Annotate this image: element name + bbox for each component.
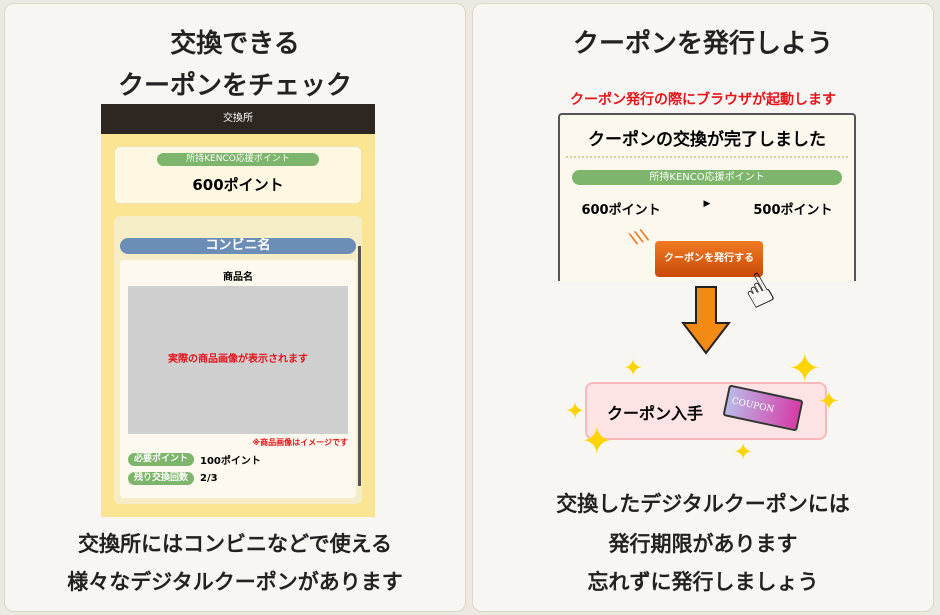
required-value: 100ポイント: [200, 456, 261, 467]
store-card[interactable]: コンビニ名 商品名 実際の商品画像が表示されます ※商品画像はイメージです 必要…: [114, 216, 362, 504]
right-caption-1: 交換したデジタルクーポンには: [556, 492, 850, 516]
sparkle-icon: ✦: [623, 354, 644, 382]
image-note: ※商品画像はイメージです: [252, 438, 348, 447]
store-name: コンビニ名: [120, 238, 356, 254]
scrollbar[interactable]: [358, 246, 361, 486]
exchange-header: 交換所: [101, 104, 375, 134]
emphasis-lines-icon: \\\: [627, 224, 651, 249]
product-card: 商品名 実際の商品画像が表示されます ※商品画像はイメージです 必要ポイント 1…: [120, 260, 356, 498]
left-caption-2: 様々なデジタルクーポンがあります: [67, 570, 403, 594]
required-label: 必要ポイント: [128, 453, 195, 466]
product-name: 商品名: [223, 272, 253, 283]
phone-screenshot: 交換所 所持KENCO応援ポイント 600ポイント コンビニ名 商品名 実際の商…: [101, 104, 375, 517]
arrow-right-icon: ▶: [703, 199, 711, 209]
sparkle-icon: ✦: [788, 346, 822, 392]
points-value: 600ポイント: [192, 176, 284, 194]
points-before: 600ポイント: [581, 203, 661, 218]
sparkle-icon: ✦: [565, 397, 586, 425]
remaining-label: 残り交換回数: [128, 472, 195, 485]
points-box: 所持KENCO応援ポイント 600ポイント: [114, 146, 362, 204]
browser-notice: クーポン発行の際にブラウザが起動します: [570, 92, 836, 108]
arrow-down-icon: [681, 286, 731, 355]
sparkle-icon: ✦: [581, 419, 613, 463]
left-title-1: 交換できる: [170, 29, 300, 59]
coupon-obtained: クーポン入手 COUPON: [585, 382, 827, 440]
right-panel: クーポンを発行しよう クーポン発行の際にブラウザが起動します クーポンの交換が完…: [472, 3, 934, 612]
product-image: 実際の商品画像が表示されます: [128, 286, 348, 434]
issue-coupon-button[interactable]: クーポンを発行する: [655, 241, 763, 277]
points-label: 所持KENCO応援ポイント: [157, 153, 319, 166]
exchange-complete-dialog: クーポンの交換が完了しました 所持KENCO応援ポイント 600ポイント ▶ 5…: [558, 113, 856, 281]
left-panel: 交換できる クーポンをチェック 交換所 所持KENCO応援ポイント 600ポイン…: [4, 3, 466, 612]
sparkle-icon: ✦: [733, 438, 754, 466]
left-caption-1: 交換所にはコンビニなどで使える: [78, 532, 392, 556]
left-title-2: クーポンをチェック: [117, 71, 352, 101]
right-title: クーポンを発行しよう: [572, 29, 833, 59]
remaining-value: 2/3: [200, 473, 218, 484]
right-caption-3: 忘れずに発行しましょう: [587, 570, 819, 594]
sparkle-icon: ✦: [818, 387, 840, 417]
dialog-points-label: 所持KENCO応援ポイント: [572, 170, 842, 185]
coupon-ticket-text: COUPON: [730, 396, 775, 416]
points-after: 500ポイント: [753, 203, 833, 218]
dialog-heading: クーポンの交換が完了しました: [566, 125, 848, 158]
right-caption-2: 発行期限があります: [608, 532, 798, 556]
coupon-label: クーポン入手: [607, 404, 704, 423]
